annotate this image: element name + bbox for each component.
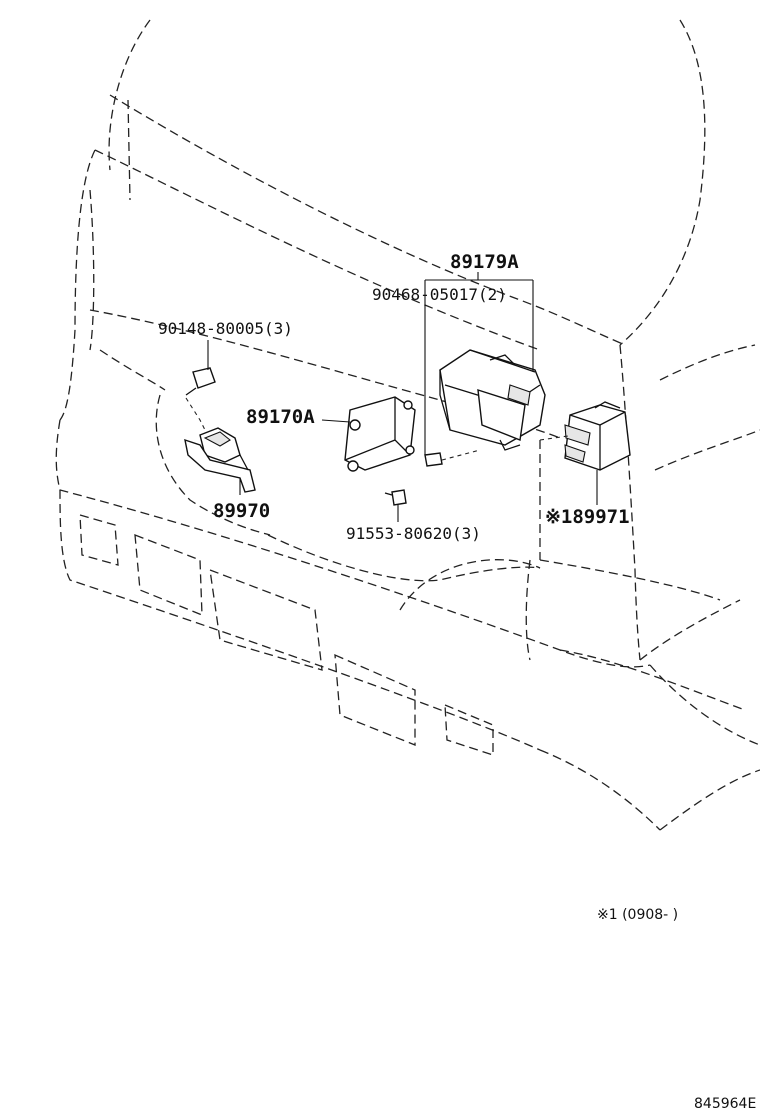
ecu-89179A bbox=[424, 349, 546, 467]
leader-lines bbox=[207, 272, 598, 522]
vehicle-body-outline bbox=[55, 19, 760, 831]
footnote: ※1 (0908- ) bbox=[597, 907, 678, 923]
bolt-90148 bbox=[185, 367, 216, 441]
label-89971: ※189971 bbox=[545, 506, 630, 528]
label-90148-80005: 90148-80005(3) bbox=[158, 319, 293, 338]
label-89179A: 89179A bbox=[450, 251, 519, 273]
label-89970: 89970 bbox=[213, 500, 270, 522]
diagram-id: 845964E bbox=[694, 1096, 756, 1112]
label-91553-80620: 91553-80620(3) bbox=[346, 524, 481, 543]
label-90468-05017: 90468-05017(2) bbox=[372, 285, 507, 304]
ecu-89971 bbox=[539, 401, 631, 471]
label-89170A: 89170A bbox=[246, 406, 315, 428]
module-89170A bbox=[344, 396, 416, 472]
bolt-91553 bbox=[384, 489, 407, 506]
sensor-89970 bbox=[184, 427, 256, 493]
